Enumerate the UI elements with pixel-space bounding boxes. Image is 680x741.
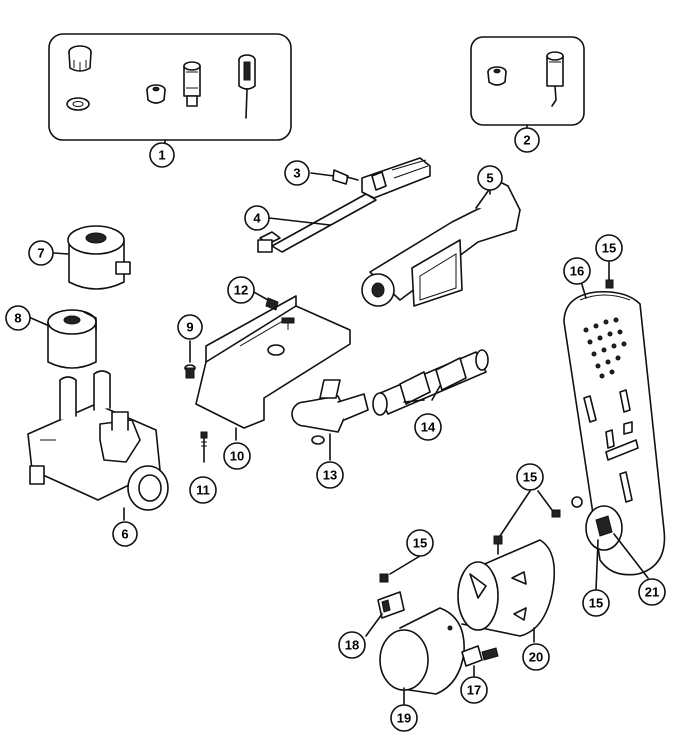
callout-13-label: 13 (323, 468, 337, 483)
callout-12-label: 12 (234, 283, 248, 298)
callout-15-top: 15 (595, 234, 623, 262)
callout-16: 16 (563, 257, 591, 285)
callout-21-label: 21 (645, 585, 659, 600)
small-cap-part (146, 84, 166, 104)
callout-15-mid: 15 (516, 463, 544, 491)
callout-13: 13 (316, 461, 344, 489)
callout-15-right-label: 15 (589, 596, 603, 611)
pipe-part-14 (372, 349, 489, 416)
callout-7: 7 (28, 240, 54, 266)
callout-15-low-label: 15 (413, 536, 427, 551)
cap-washer-part (66, 45, 92, 111)
callout-8-label: 8 (14, 311, 21, 326)
screw-part-15-mid (493, 490, 561, 555)
screw-part-3 (310, 169, 359, 185)
callout-17-label: 17 (467, 683, 481, 698)
solenoid-coil-part-7 (53, 225, 131, 290)
callout-1: 1 (149, 142, 175, 168)
callout-11-label: 11 (196, 483, 210, 498)
callout-16-label: 16 (570, 264, 584, 279)
clip-part-18 (365, 591, 405, 637)
bracket-part-10 (195, 295, 351, 441)
callout-3-label: 3 (293, 166, 300, 181)
callout-10: 10 (223, 442, 251, 470)
screw-part-12 (251, 290, 279, 311)
hex-coil-part (183, 61, 201, 107)
callout-9-label: 9 (186, 320, 193, 335)
callout-18-label: 18 (345, 638, 359, 653)
callout-3: 3 (284, 160, 310, 186)
orifice-fitting-part-13 (291, 379, 369, 461)
screw-part-15-low (379, 555, 421, 583)
callout-14-label: 14 (421, 420, 436, 435)
callout-15-mid-label: 15 (523, 470, 537, 485)
kit-1-box (48, 33, 292, 144)
flame-sensor-part-17 (461, 645, 499, 677)
callout-9: 9 (177, 314, 203, 340)
callout-12: 12 (227, 276, 255, 304)
callout-18: 18 (338, 631, 366, 659)
callout-19: 19 (390, 704, 418, 732)
callout-17: 17 (460, 676, 488, 704)
sensor-part (238, 54, 256, 119)
heat-shield-panel-part-16 (563, 277, 666, 576)
callout-5-label: 5 (486, 171, 493, 186)
callout-4: 4 (244, 205, 270, 231)
callout-6-label: 6 (121, 527, 128, 542)
callout-4-label: 4 (253, 211, 261, 226)
callout-20-label: 20 (529, 650, 543, 665)
screw-part-15-top (605, 261, 614, 289)
callout-1-label: 1 (158, 148, 165, 163)
callout-5: 5 (477, 165, 503, 191)
combustion-chamber-part-20 (457, 539, 556, 643)
callout-15-low: 15 (406, 529, 434, 557)
burner-cylinder-part-19 (379, 607, 465, 705)
callout-7-label: 7 (37, 246, 44, 261)
solenoid-coil-part-8 (30, 309, 97, 369)
kit-2-box (470, 36, 585, 129)
small-cap-part-2 (487, 66, 507, 86)
vent-holes (583, 317, 627, 379)
callout-11: 11 (189, 476, 217, 504)
callout-14: 14 (414, 413, 442, 441)
gas-valve-part-6 (27, 370, 169, 521)
callout-20: 20 (522, 643, 550, 671)
screw-part-11 (200, 431, 208, 463)
callout-15-right: 15 (582, 589, 610, 617)
callout-21: 21 (638, 578, 666, 606)
burner-tube-part-5 (361, 179, 521, 307)
screw-part-15-right (595, 533, 649, 591)
callout-19-label: 19 (397, 711, 411, 726)
callout-15-top-label: 15 (602, 241, 616, 256)
callout-10-label: 10 (230, 449, 244, 464)
screw-part-9 (184, 340, 196, 379)
callout-2-label: 2 (523, 133, 530, 148)
hex-sensor-part (546, 51, 564, 107)
ignitor-part-4 (257, 157, 431, 253)
callout-6: 6 (112, 521, 138, 547)
callout-8: 8 (5, 305, 31, 331)
callout-2: 2 (514, 127, 540, 153)
